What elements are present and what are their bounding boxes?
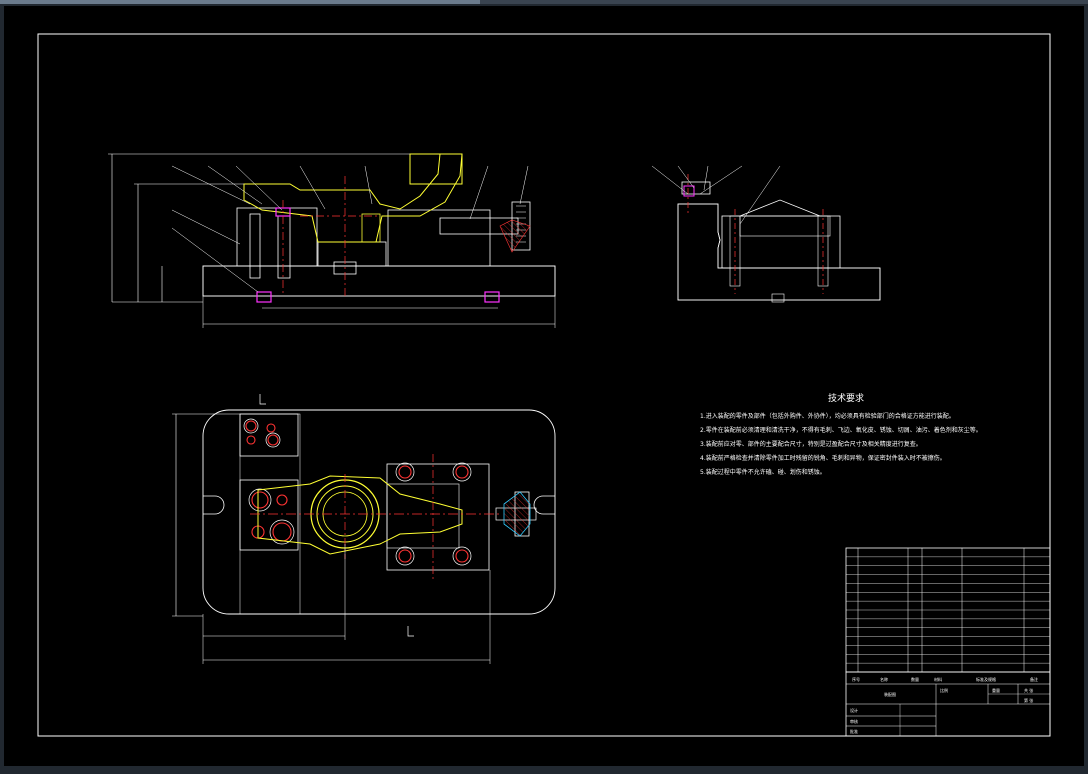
- cad-drawing-viewport[interactable]: 技术要求 1.进入装配的零件及部件（包括外购件、外协件），均必须具有检验部门的合…: [0, 4, 1088, 770]
- col-qty: 数量: [911, 676, 919, 682]
- drawing-sheet: [4, 6, 1084, 766]
- col-material: 材料: [934, 676, 942, 682]
- drawing-frame: [37, 33, 1051, 737]
- sign-review: 审核: [850, 718, 858, 724]
- col-name: 名称: [880, 676, 888, 682]
- field-sheets-total: 共 张: [1024, 687, 1033, 693]
- field-sheet-no: 第 张: [1024, 697, 1033, 703]
- field-scale: 比例: [940, 687, 948, 693]
- assembly-drawing: 技术要求 1.进入装配的零件及部件（包括外购件、外协件），均必须具有检验部门的合…: [4, 6, 1084, 766]
- top-plan-view: [172, 394, 556, 664]
- parts-list-table: [845, 547, 1051, 673]
- tech-req-title: 技术要求: [828, 392, 864, 404]
- window-top-strip: [0, 0, 1088, 4]
- drawing-name: 装配图: [884, 691, 896, 697]
- sign-approve: 批准: [850, 728, 858, 734]
- tech-req-item-5: 5.装配过程中零件不允许磕、碰、划伤和锈蚀。: [700, 468, 826, 476]
- sign-design: 设计: [850, 707, 858, 713]
- col-standard: 标准及规格: [976, 676, 996, 682]
- col-index: 序号: [852, 676, 860, 682]
- field-weight: 重量: [992, 687, 1000, 693]
- tech-req-item-1: 1.进入装配的零件及部件（包括外购件、外协件），均必须具有检验部门的合格证方能进…: [700, 412, 955, 420]
- front-section-view: [108, 153, 556, 328]
- title-block: 序号 名称 数量 材料 标准及规格 备注 装配图 比例 重量 共 张 第 张 设…: [845, 671, 1051, 737]
- side-section-view: [651, 165, 881, 303]
- window-tab-indicator: [0, 0, 480, 4]
- technical-requirements: 技术要求 1.进入装配的零件及部件（包括外购件、外协件），均必须具有检验部门的合…: [700, 392, 982, 476]
- tech-req-item-4: 4.装配前严格检查并清除零件加工时残留的锐角、毛刺和异物，保证密封件装入时不被擦…: [700, 454, 946, 462]
- col-remark: 备注: [1030, 676, 1038, 682]
- tech-req-item-3: 3.装配前应对零、部件的主要配合尺寸，特别是过盈配合尺寸及相关精度进行复查。: [700, 440, 922, 448]
- tech-req-item-2: 2.零件在装配前必须清理和清洗干净，不得有毛刺、飞边、氧化皮、锈蚀、切屑、油污、…: [700, 426, 982, 434]
